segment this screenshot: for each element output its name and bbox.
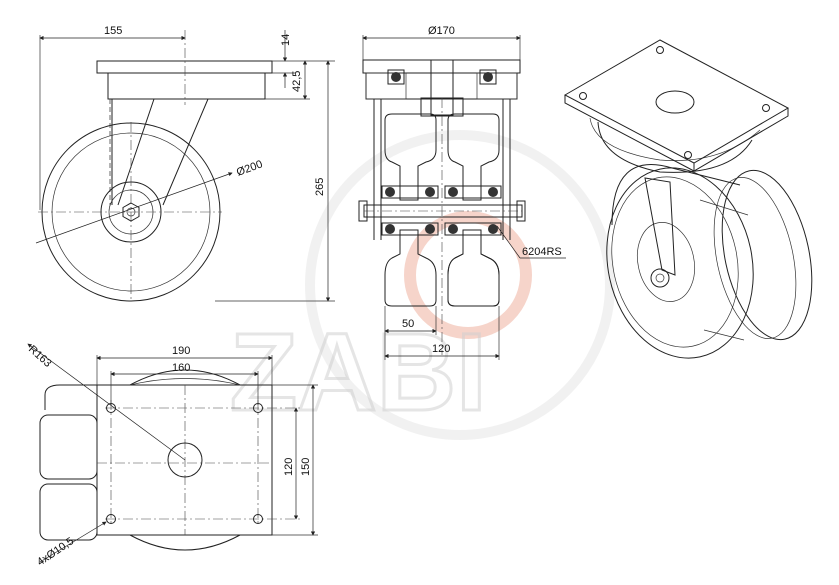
total-width-label: 120 — [432, 343, 450, 355]
watermark-text: ZABI — [230, 311, 487, 434]
iso-center-bore — [655, 90, 695, 114]
wheel-outline-bottom — [39, 483, 98, 541]
wheel-right-section — [444, 113, 502, 307]
center-bore — [167, 442, 203, 478]
wheel-outline-top — [39, 414, 98, 480]
iso-hole — [579, 92, 587, 100]
watermark: ZABI — [229, 130, 615, 440]
top-bearing — [387, 69, 497, 85]
axle-nut-left — [358, 200, 368, 222]
iso-hole — [684, 151, 692, 159]
iso-view — [563, 39, 813, 359]
width-dim-label: 155 — [104, 25, 122, 37]
wheel-width-label: 50 — [402, 318, 414, 330]
kingpin — [430, 59, 454, 116]
swivel-housing — [597, 121, 753, 173]
rear-wheel — [721, 169, 813, 341]
radius-label: R163 — [26, 343, 54, 370]
hole-spacing-y-label: 120 — [283, 458, 295, 476]
front-section-view: Ø170 — [358, 25, 566, 360]
side-view: Ø200 155 14 42,5 265 — [35, 25, 335, 302]
plate-width-label: Ø170 — [428, 25, 455, 37]
wheel-left-section — [381, 113, 439, 307]
iso-axle-nut — [650, 268, 670, 288]
plate-thickness-label: 14 — [280, 34, 292, 46]
plate-body — [107, 72, 266, 100]
bearing-label: 6204RS — [522, 246, 562, 258]
iso-hole — [762, 104, 770, 112]
mount-hole — [106, 514, 116, 524]
iso-top-plate — [563, 39, 790, 164]
total-height-label: 265 — [314, 178, 326, 196]
wheel-diameter-label: Ø200 — [235, 158, 264, 178]
hole-spacing-x-label: 160 — [172, 362, 190, 374]
wheel-hub-iso — [637, 222, 695, 302]
plate-length-label: 190 — [172, 345, 190, 357]
plate-width-label-top: 150 — [300, 458, 312, 476]
plate-height-label: 42,5 — [291, 71, 303, 92]
iso-hole — [656, 46, 664, 54]
front-wheel — [606, 167, 754, 359]
mounting-plate — [96, 384, 273, 536]
iso-fork — [644, 177, 676, 276]
fork — [111, 98, 209, 206]
highlighted-wheel-lower — [447, 229, 500, 307]
mount-hole — [253, 514, 263, 524]
top-plate — [96, 60, 273, 74]
axle-nut-right — [516, 200, 526, 222]
